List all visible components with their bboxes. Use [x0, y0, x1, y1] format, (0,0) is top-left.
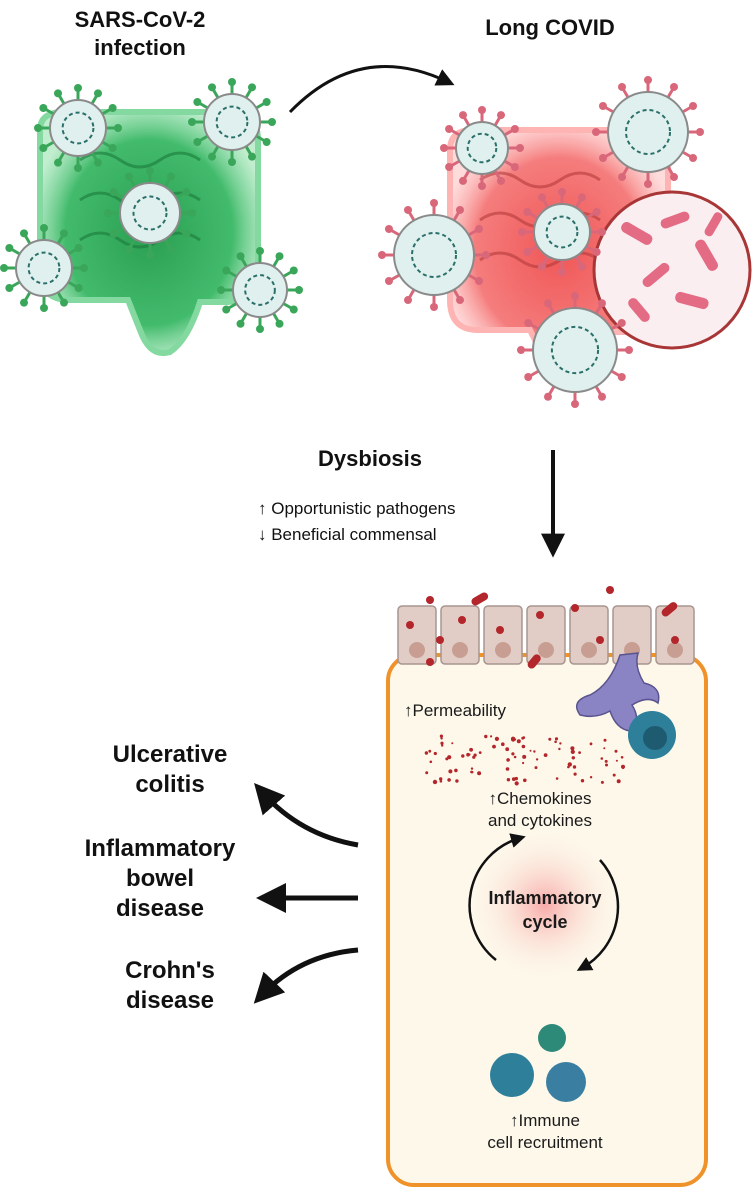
dysbiosis-item-down: ↓ Beneficial commensal: [258, 525, 437, 544]
arrow-crohns: [253, 947, 359, 1004]
immune-recruitment-label: ↑Immune cell recruitment: [487, 1111, 603, 1152]
virus-particle: [440, 106, 524, 190]
virus-group-green: [0, 78, 303, 333]
bacteria-inset: [592, 190, 752, 350]
virus-particle: [518, 188, 606, 276]
virus-group-red: [378, 76, 704, 408]
virus-particle: [517, 292, 633, 408]
gut-tissue: [386, 586, 708, 1187]
dysbiosis-list: ↑ Opportunistic pathogens ↓ Beneficial c…: [258, 496, 456, 548]
infection-title: SARS-CoV-2 infection: [74, 7, 206, 60]
outcome-ibd: Inflammatory bowel disease: [84, 835, 236, 922]
inflammatory-cycle-label: Inflammatory cycle: [488, 888, 602, 932]
virus-particle: [0, 224, 88, 312]
outcome-ulcerative-colitis: Ulcerative colitis: [112, 741, 228, 798]
virus-particle: [592, 76, 704, 188]
long-covid-title: Long COVID: [485, 15, 615, 40]
epithelial-layer: [397, 586, 695, 669]
dysbiosis-title: Dysbiosis: [318, 446, 422, 471]
progression-arrow: [288, 65, 455, 114]
virus-particle: [104, 167, 196, 259]
permeability-label: ↑Permeability: [404, 701, 507, 720]
arrow-ulcerative-colitis: [254, 783, 359, 848]
virus-particle: [217, 247, 303, 333]
virus-particle: [378, 199, 490, 311]
outcome-crohns: Crohn's disease: [125, 957, 215, 1014]
virus-particle: [34, 84, 122, 172]
chemokines-label: ↑Chemokines and cytokines: [488, 789, 592, 830]
dysbiosis-item-up: ↑ Opportunistic pathogens: [258, 499, 456, 518]
virus-particle: [188, 78, 276, 166]
